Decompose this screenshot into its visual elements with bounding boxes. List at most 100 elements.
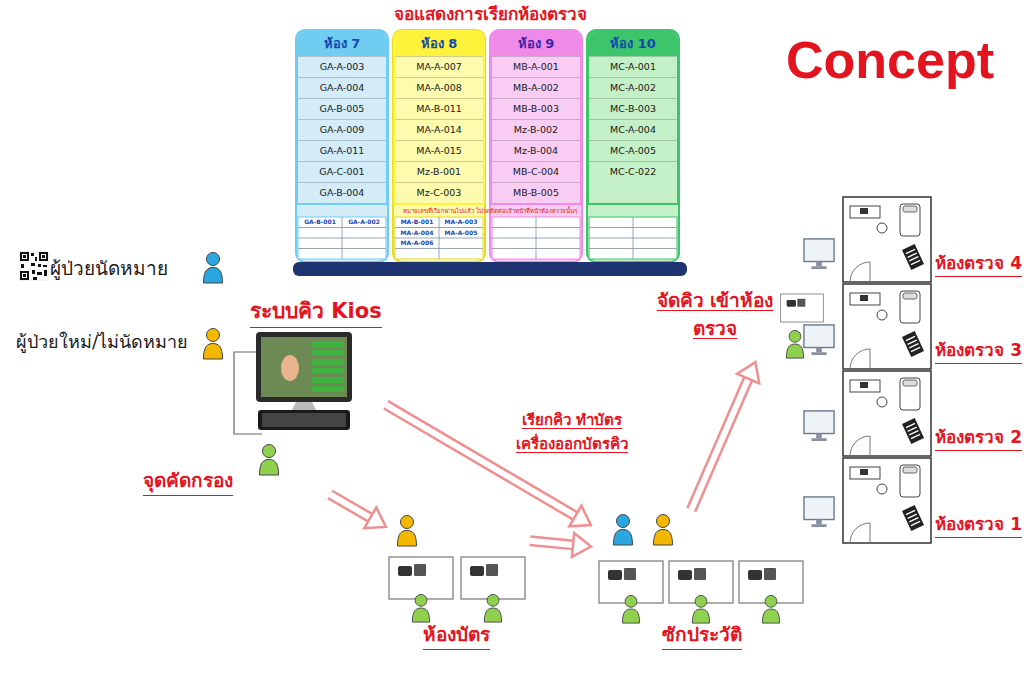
exam-room: ห้องตรวจ 1: [838, 457, 1024, 544]
monitor-icon: [804, 239, 834, 269]
screening-point: จุดคัดกรอง: [140, 440, 330, 504]
monitor-icon: [804, 497, 834, 527]
staff-icon: [412, 594, 429, 622]
room-header: ห้อง 9: [492, 32, 580, 56]
flow-arrow: [691, 379, 748, 510]
queue-number: GA-B-004: [298, 182, 386, 203]
staff-icon: [622, 595, 639, 623]
queue-number: MA-A-007: [395, 56, 483, 77]
queue-number: Mz-B-004: [492, 140, 580, 161]
walk-in-patient-icon: [204, 329, 223, 360]
arrow-body: [330, 494, 370, 517]
title-text: Concept: [786, 30, 994, 90]
exam-room: ห้องตรวจ 2: [838, 370, 1024, 457]
table-cell: MA-B-001: [395, 217, 439, 228]
desk-icon: [389, 557, 453, 599]
arrow-label: เรียกคิว ทำบัตร เครื่องออกบัตรคิว: [506, 408, 638, 456]
queue-station: จัดคิว เข้าห้องตรวจ: [650, 285, 825, 363]
patient-icon: [398, 516, 417, 547]
queue-number: GA-A-011: [298, 140, 386, 161]
screening-staff-icon: [260, 445, 279, 476]
queue-number: GA-A-003: [298, 56, 386, 77]
kiosk-station: ระบบคิว Kios: [240, 296, 386, 432]
missed-queue-grid: [298, 217, 677, 259]
queue-column: ห้อง 9MB-A-001MB-A-002MB-B-003Mz-B-002Mz…: [490, 30, 582, 205]
table-cell: MA-A-004: [395, 228, 439, 239]
station-label: จุดคัดกรอง: [143, 468, 233, 496]
board-base-bar: [293, 262, 687, 276]
queue-number: MB-A-002: [492, 77, 580, 98]
arrow-body: [530, 541, 573, 545]
flow-arrow: [330, 494, 370, 517]
exam-room: ห้องตรวจ 4: [838, 196, 1024, 283]
monitor-icon: [804, 325, 834, 355]
room-plan: [843, 371, 931, 456]
column-panel: [296, 30, 388, 262]
queue-number: MC-A-002: [589, 77, 677, 98]
staff-icon: [692, 595, 709, 623]
station-label: ระบบคิว Kios: [250, 298, 382, 328]
exam-room: ห้องตรวจ 3: [838, 283, 1024, 370]
station-label: จัดคิว เข้าห้องตรวจ: [650, 287, 780, 344]
flow-arrow: [530, 541, 573, 545]
staff-icon: [484, 594, 501, 622]
column-panel: [490, 30, 582, 262]
queue-column: ห้อง 8MA-A-007MA-A-008MA-B-011MA-A-014MA…: [393, 30, 485, 205]
queue-number: GA-A-009: [298, 119, 386, 140]
arrow-outline: [330, 494, 370, 517]
queue-number: MB-C-004: [492, 161, 580, 182]
queue-number: MC-A-004: [589, 119, 677, 140]
station-label: ซักประวัติ: [662, 622, 742, 650]
queue-number: MC-A-001: [589, 56, 677, 77]
arrow-body: [691, 379, 748, 510]
queue-column: ห้อง 10MC-A-001MC-A-002MC-B-003MC-A-004M…: [587, 30, 679, 205]
table-cell: MA-A-006: [395, 238, 439, 249]
queue-number: Mz-B-001: [395, 161, 483, 182]
station-label: ห้องตรวจ 4: [935, 252, 1022, 277]
room-header: ห้อง 7: [298, 32, 386, 56]
queue-number: MB-B-005: [492, 182, 580, 203]
display-board-frame: [293, 30, 687, 276]
card-room-illustration: [389, 516, 525, 623]
queue-number: MA-B-011: [395, 98, 483, 119]
queue-number: MB-B-003: [492, 98, 580, 119]
queue-number: Mz-B-002: [492, 119, 580, 140]
desk-icon: [781, 294, 824, 322]
queue-number: MC-C-022: [589, 161, 677, 182]
patient-type-label: ผู้ป่วยนัดหมาย: [50, 256, 168, 281]
staff-icon: [762, 595, 779, 623]
board-note: หมายเลขที่เรียกผ่านไปแล้ว โปรดติดต่อเจ้า…: [292, 205, 688, 216]
grid-lines: [298, 217, 677, 259]
staff-icon: [786, 330, 803, 358]
arrow-outline: [530, 541, 573, 545]
table-cell: MA-A-003: [439, 217, 483, 228]
column-panel: [587, 30, 679, 262]
history-illustration: [599, 515, 803, 624]
station-label: ห้องตรวจ 1: [935, 513, 1022, 538]
station-label: ห้องตรวจ 2: [935, 426, 1022, 451]
queue-number: MA-A-008: [395, 77, 483, 98]
queue-number: MC-B-003: [589, 98, 677, 119]
exam-rooms-illustration: [804, 197, 931, 543]
history-station: ซักประวัติ: [590, 510, 815, 656]
patient-icon: [614, 515, 633, 546]
queue-number: MB-A-001: [492, 56, 580, 77]
monitor-icon: [804, 411, 834, 441]
card-room: ห้องบัตร: [385, 512, 530, 656]
desk-icon: [461, 557, 525, 599]
room-plan: [843, 284, 931, 369]
queue-number: GA-A-004: [298, 77, 386, 98]
queue-number: MA-A-015: [395, 140, 483, 161]
queue-number: GA-C-001: [298, 161, 386, 182]
appointment-patient-icon: [204, 253, 223, 284]
station-label: ห้องบัตร: [423, 622, 490, 650]
column-panel: [393, 30, 485, 262]
room-header: ห้อง 10: [589, 32, 677, 56]
arrow-outline: [691, 379, 748, 510]
board-heading: จอแสดงการเรียกห้องตรวจ: [290, 0, 690, 28]
room-plan: [843, 458, 931, 543]
kiosk-computer: [234, 332, 352, 434]
queue-number: MC-A-005: [589, 140, 677, 161]
queue-column: ห้อง 7GA-A-003GA-A-004GA-B-005GA-A-009GA…: [296, 30, 388, 205]
display-board: จอแสดงการเรียกห้องตรวจห้อง 7GA-A-003GA-A…: [290, 0, 690, 278]
